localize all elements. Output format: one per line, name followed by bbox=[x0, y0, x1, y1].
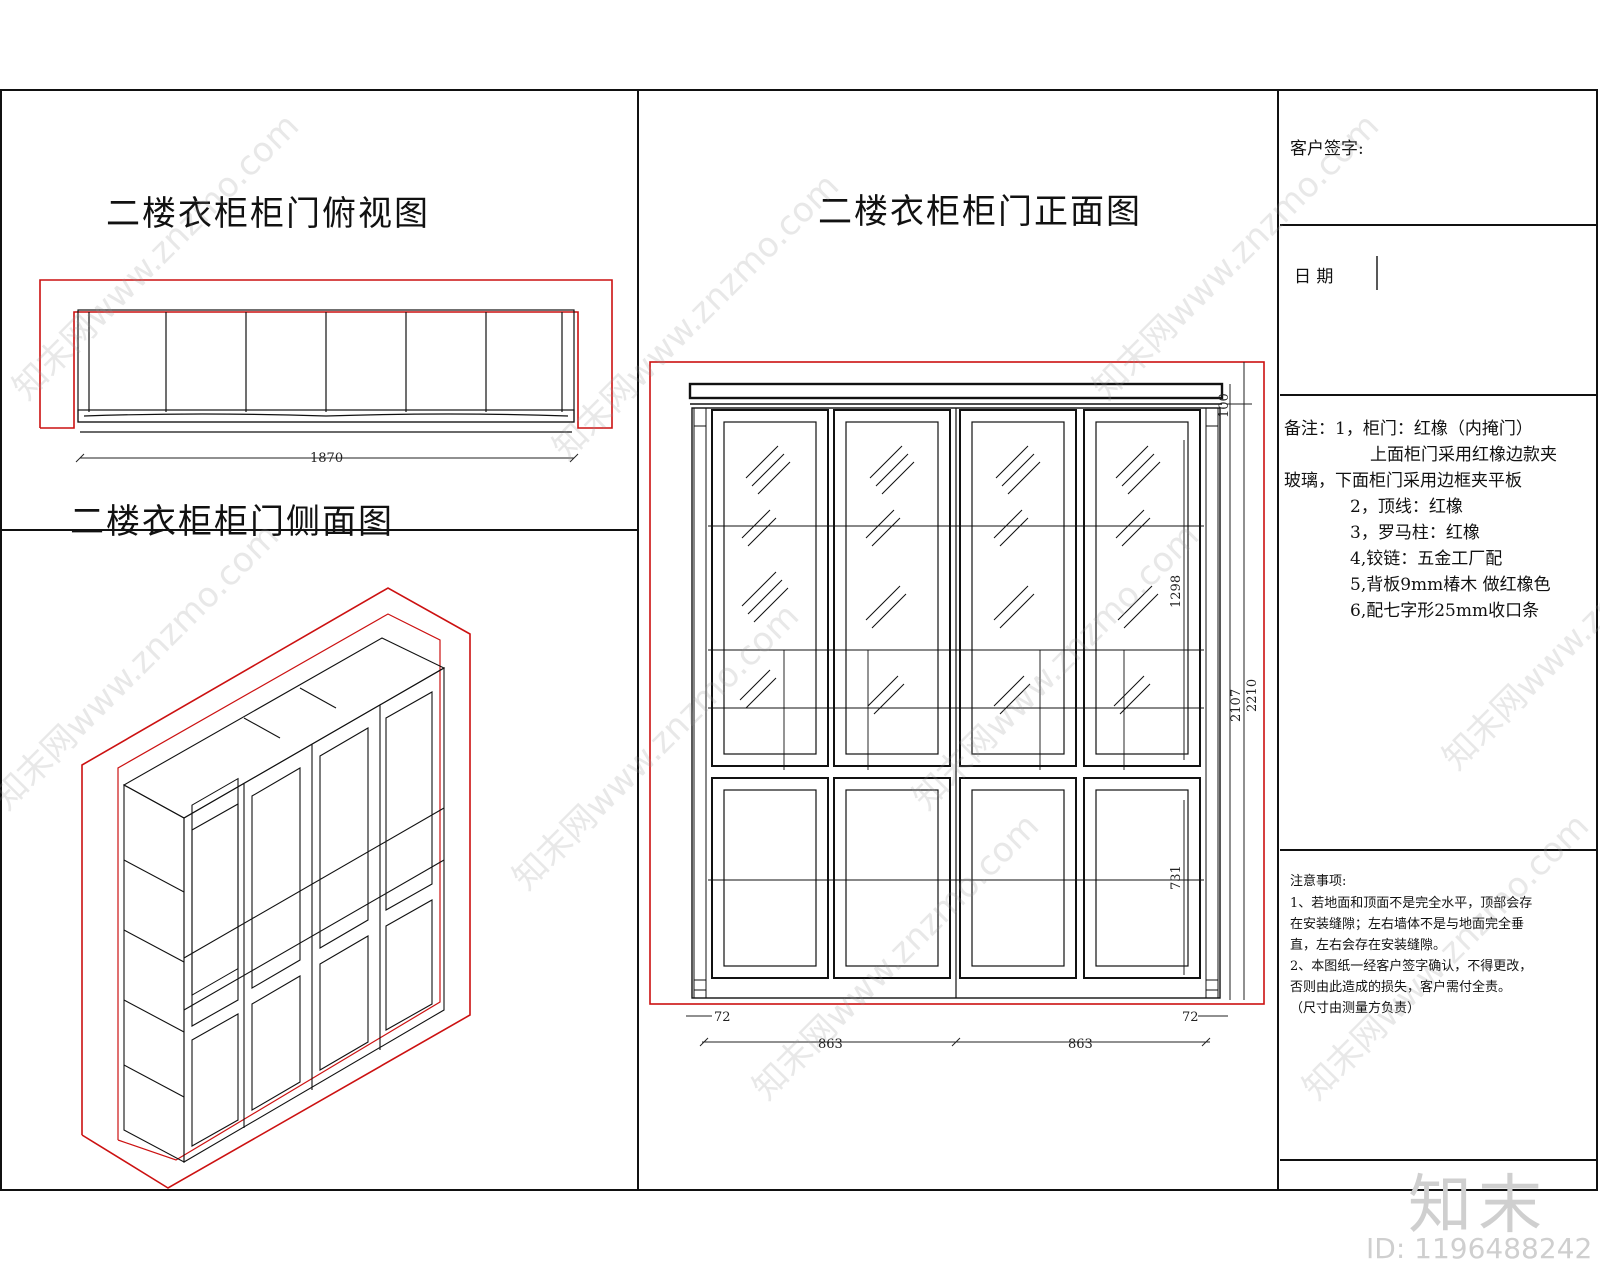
remark-line: 4,铰链：五金工厂配 bbox=[1350, 549, 1503, 569]
dim-door-right: 863 bbox=[1068, 1037, 1093, 1052]
id-label: ID: 1196488242 bbox=[1366, 1232, 1593, 1265]
dim-margin-left: 72 bbox=[714, 1010, 731, 1025]
lower-door-2 bbox=[833, 777, 951, 979]
remark-line: 2，顶线：红橡 bbox=[1350, 497, 1463, 517]
note-line: 2、本图纸一经客户签字确认，不得更改， bbox=[1290, 959, 1533, 974]
note-line: 否则由此造成的损失，客户需付全责。 bbox=[1290, 980, 1512, 995]
vertical-dimensions bbox=[1183, 362, 1252, 1000]
side-view-title: 二楼衣柜柜门侧面图 bbox=[70, 502, 394, 542]
notes-title: 注意事项: bbox=[1290, 874, 1347, 889]
remark-line: 上面柜门采用红橡边款夹 bbox=[1370, 445, 1557, 465]
horizontal-dimensions bbox=[686, 1015, 1228, 1047]
date-label: 日 期 bbox=[1294, 267, 1334, 287]
upper-door-2 bbox=[833, 409, 951, 767]
dim-height-lower: 731 bbox=[1169, 865, 1184, 890]
remark-line: 5,背板9mm椿木 做红橡色 bbox=[1350, 575, 1551, 595]
client-signature-label: 客户签字: bbox=[1290, 139, 1364, 159]
top-view-drawing bbox=[39, 279, 613, 463]
remark-line: 3，罗马柱：红橡 bbox=[1350, 523, 1480, 543]
note-line: （尺寸由测量方负责） bbox=[1290, 1001, 1421, 1016]
lower-door-1 bbox=[711, 777, 829, 979]
side-view-drawing bbox=[81, 587, 471, 1189]
dim-top-width: 1870 bbox=[310, 451, 343, 466]
note-line: 在安装缝隙；左右墙体不是与地面完全垂 bbox=[1290, 917, 1525, 932]
remark-line: 备注：1，柜门：红橡（内掩门） bbox=[1284, 419, 1533, 439]
upper-door-3 bbox=[959, 409, 1077, 767]
front-view-title: 二楼衣柜柜门正面图 bbox=[818, 192, 1142, 232]
note-line: 直，左右会存在安装缝隙。 bbox=[1290, 938, 1447, 953]
top-view-title: 二楼衣柜柜门俯视图 bbox=[106, 194, 430, 234]
top-view-red-outline bbox=[39, 279, 613, 429]
remark-line: 玻璃，下面柜门采用边框夹平板 bbox=[1284, 471, 1522, 491]
top-width-dimension bbox=[75, 453, 579, 463]
dim-height-top: 100 bbox=[1217, 393, 1232, 418]
sheet-frame bbox=[0, 89, 1598, 1191]
dim-door-left: 863 bbox=[818, 1037, 843, 1052]
dim-margin-right: 72 bbox=[1182, 1010, 1199, 1025]
lower-door-3 bbox=[959, 777, 1077, 979]
dim-height-total-2: 2210 bbox=[1245, 679, 1260, 712]
front-view-drawing bbox=[649, 361, 1265, 1047]
dim-height-glass: 1298 bbox=[1169, 575, 1184, 608]
lower-door-4 bbox=[1083, 777, 1201, 979]
upper-door-1 bbox=[711, 409, 829, 767]
note-line: 1、若地面和顶面不是完全水平，顶部会存 bbox=[1290, 896, 1533, 911]
remark-line: 6,配七字形25mm收口条 bbox=[1350, 601, 1540, 621]
upper-door-4 bbox=[1083, 409, 1201, 767]
glass-hatching bbox=[739, 445, 1161, 715]
front-view-red-outline bbox=[649, 361, 1265, 1005]
side-view-red-outline bbox=[81, 587, 471, 1189]
dim-height-total-1: 2107 bbox=[1229, 689, 1244, 722]
brand-logo: 知末 bbox=[1408, 1169, 1548, 1243]
